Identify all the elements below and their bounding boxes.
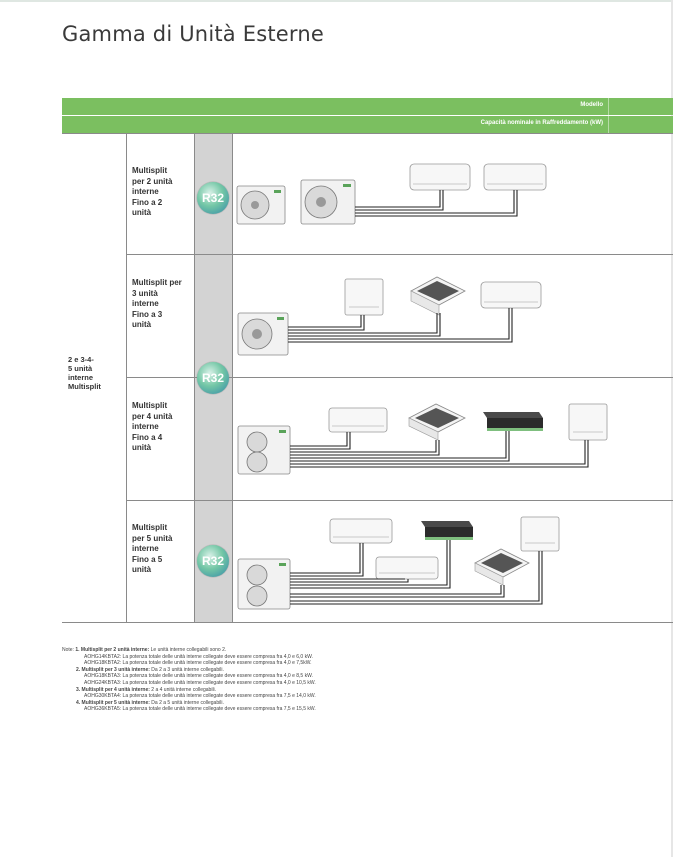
right-edge-rule	[671, 0, 673, 857]
outdoor-unit-icon	[237, 558, 291, 610]
floor-console-indoor-unit-icon	[344, 278, 384, 316]
floor-console-indoor-unit-icon	[520, 516, 560, 552]
note-1-detail: AOHG18KBTA2: La potenza totale delle uni…	[84, 660, 312, 667]
piping-lines	[290, 540, 543, 605]
outdoor-unit-icon	[237, 312, 289, 356]
row-divider	[126, 254, 673, 255]
row-divider	[126, 500, 673, 501]
column-divider	[232, 133, 233, 623]
header-model-row: Modello	[62, 98, 673, 115]
row-label-3-units: Multisplit per 3 unità interne Fino a 3 …	[132, 278, 182, 329]
header-capacity-row: Capacità nominale in Raffreddamento (kW)	[62, 116, 673, 133]
note-1-title: 1. Multisplit per 2 unità interne:	[75, 647, 150, 653]
note-4-text: Da 2 a 5 unità interne collegabili.	[149, 699, 224, 706]
note-3: 3. Multisplit per 4 unità interne: 2 a 4…	[62, 687, 482, 694]
ducted-indoor-unit-icon	[483, 412, 543, 431]
row-divider	[126, 377, 673, 378]
row-label-2-units: Multisplit per 2 unità interne Fino a 2 …	[132, 166, 173, 217]
diagram-4-units	[237, 403, 608, 475]
note-3-text: 2 a 4 unità interne collegabili.	[149, 686, 217, 693]
note-4-title: 4. Multisplit per 5 unità interne:	[76, 699, 150, 706]
footnotes: Note: 1. Multisplit per 2 unità interne:…	[62, 647, 482, 713]
wall-split-indoor-unit-icon	[480, 281, 542, 309]
r32-refrigerant-badge: R32	[197, 362, 229, 394]
note-2-title: 2. Multisplit per 3 unità interne:	[76, 666, 150, 673]
cassette-indoor-unit-icon	[408, 403, 466, 441]
model-label: Modello	[580, 102, 603, 108]
header-divider	[608, 116, 609, 133]
page-title: Gamma di Unità Esterne	[62, 22, 324, 47]
wall-split-indoor-unit-icon	[329, 518, 393, 544]
note-1-text: Le unità interne collegabili sono 2.	[149, 647, 227, 653]
top-rule	[0, 0, 673, 2]
note-2-detail: AOHG18KBTA3: La potenza totale delle uni…	[84, 673, 313, 680]
table-bottom-line	[62, 622, 673, 623]
piping-lines	[288, 308, 513, 343]
ducted-indoor-unit-icon	[421, 521, 473, 540]
floor-console-indoor-unit-icon	[568, 403, 608, 441]
table-top-line	[62, 133, 673, 134]
wall-split-indoor-unit-icon	[328, 407, 388, 433]
r32-refrigerant-badge: R32	[197, 545, 229, 577]
outdoor-unit-icon	[300, 179, 356, 225]
note-3-detail: AOHG30KBTA4: La potenza totale delle uni…	[84, 693, 316, 700]
note-1-detail: AOHG14KBTA2: La potenza totale delle uni…	[84, 653, 313, 660]
row-label-5-units: Multisplit per 5 unità interne Fino a 5 …	[132, 523, 173, 574]
outdoor-unit-icon	[237, 425, 291, 475]
diagram-2-units	[236, 163, 547, 225]
note-2-text: Da 2 a 3 unità interne collegabili.	[149, 666, 224, 673]
outdoor-unit-icon	[236, 185, 286, 225]
row-label-4-units: Multisplit per 4 unità interne Fino a 4 …	[132, 401, 173, 452]
note-1: Note: 1. Multisplit per 2 unità interne:…	[62, 647, 482, 654]
cassette-indoor-unit-icon	[474, 548, 530, 586]
diagram-3-units	[237, 276, 542, 356]
note-prefix: Note:	[62, 647, 76, 653]
group-label-text: 2 e 3-4- 5 unità interne Multisplit	[68, 355, 101, 391]
group-label: 2 e 3-4- 5 unità interne Multisplit	[68, 355, 126, 391]
note-2: 2. Multisplit per 3 unità interne: Da 2 …	[62, 667, 482, 674]
cassette-indoor-unit-icon	[410, 276, 466, 316]
column-divider	[126, 133, 127, 623]
piping-lines	[355, 190, 518, 217]
diagram-5-units	[237, 516, 560, 610]
capacity-label: Capacità nominale in Raffreddamento (kW)	[480, 120, 603, 126]
piping-lines	[290, 431, 589, 468]
note-4: 4. Multisplit per 5 unità interne: Da 2 …	[62, 700, 482, 707]
wall-split-indoor-unit-icon	[375, 556, 439, 580]
note-2-detail: AOHG24KBTA3: La potenza totale delle uni…	[84, 679, 316, 686]
note-4-detail: AOHG36KBTA5: La potenza totale delle uni…	[84, 706, 316, 713]
wall-split-indoor-unit-icon	[409, 163, 471, 191]
r32-refrigerant-badge: R32	[197, 182, 229, 214]
column-divider	[194, 133, 195, 623]
note-3-title: 3. Multisplit per 4 unità interne:	[76, 686, 150, 693]
header-divider	[608, 98, 609, 115]
wall-split-indoor-unit-icon	[483, 163, 547, 191]
